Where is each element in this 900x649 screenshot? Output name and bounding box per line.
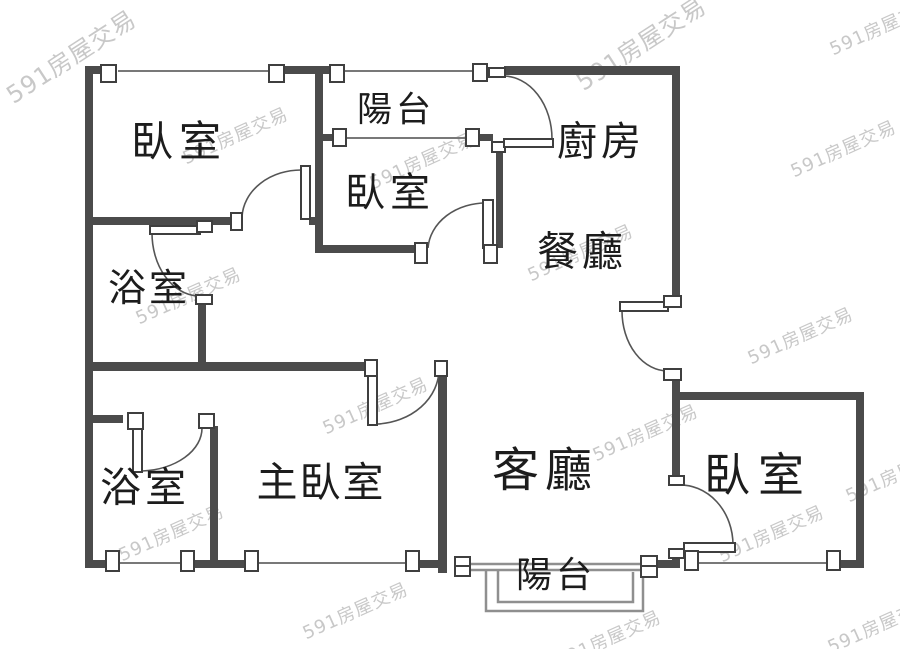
room-label-bedroom-middle: 臥室 [345, 170, 435, 216]
room-label-bathroom-upper: 浴室 [107, 266, 191, 310]
room-label-bathroom-lower: 浴室 [100, 463, 190, 512]
balcony-outline [470, 562, 645, 613]
room-label-bedroom-top-left: 臥室 [130, 117, 228, 166]
room-label-kitchen: 廚房 [557, 119, 645, 165]
door-arcs-layer [141, 75, 734, 546]
walls-layer [85, 66, 864, 573]
room-label-master-bedroom: 主臥室 [256, 458, 386, 507]
room-label-balcony-bottom: 陽台 [515, 555, 597, 596]
room-label-bedroom-right: 臥室 [704, 448, 812, 502]
room-label-balcony-top: 陽台 [356, 90, 436, 131]
thin-walls-layer [118, 70, 828, 564]
room-label-dining-room: 餐廳 [537, 227, 627, 276]
room-label-living-room: 客廳 [492, 443, 598, 499]
door-leaves-layer [132, 138, 736, 553]
